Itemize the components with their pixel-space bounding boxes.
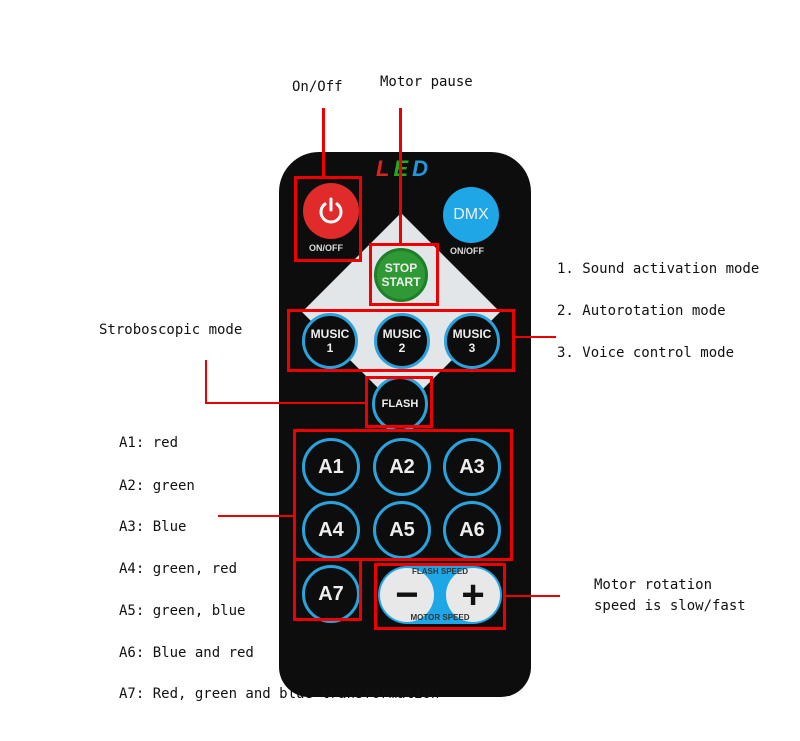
highlight-power [294,176,362,262]
highlight-music [287,309,515,372]
logo-e: E [393,156,413,181]
label-a6: A6: Blue and red [119,645,254,661]
speed-minus-button[interactable]: − [380,568,434,622]
music-text: MUSIC [452,327,492,341]
label-motor-pause: Motor pause [380,74,473,90]
a2-button[interactable]: A2 [373,438,431,496]
music-number: 1 [326,341,334,355]
dmx-label: ON/OFF [450,246,484,256]
stop-text: STOP [384,261,418,275]
highlight-flash [365,376,433,428]
label-on-off: On/Off [292,79,343,95]
led-logo: LED [376,156,432,182]
line-motor-pause [399,108,402,243]
highlight-stop [369,243,439,306]
label-a1: A1: red [119,435,179,451]
logo-d: D [412,156,433,181]
label-music-3: 3. Voice control mode [557,345,735,361]
speed-plus-button[interactable]: + [446,568,500,622]
line-strobe-h [205,402,365,404]
logo-l: L [376,156,394,181]
label-speed-1: Motor rotation [594,577,713,593]
line-on-off [322,108,325,176]
highlight-a7 [293,558,362,621]
line-speed [506,595,560,597]
music-number: 2 [398,341,406,355]
label-a4: A4: green, red [119,561,238,577]
a7-button[interactable]: A7 [302,565,360,623]
highlight-speed [374,563,506,630]
music-number: 3 [468,341,476,355]
label-strobe: Stroboscopic mode [99,322,243,338]
a1-button[interactable]: A1 [302,438,360,496]
a4-button[interactable]: A4 [302,501,360,559]
start-text: START [381,275,421,289]
power-label: ON/OFF [309,243,343,253]
label-a2: A2: green [119,478,195,494]
flash-speed-label: FLASH SPEED [411,567,468,576]
label-a7: A7: Red, green and blue transformation [119,686,440,702]
a5-button[interactable]: A5 [373,501,431,559]
highlight-a-buttons [293,429,513,561]
label-music-1: 1. Sound activation mode [557,261,760,277]
music-text: MUSIC [310,327,350,341]
label-music-2: 2. Autorotation mode [557,303,726,319]
power-button[interactable] [303,183,359,239]
line-strobe-v [205,360,207,404]
dmx-button[interactable]: DMX [443,187,499,243]
label-a3: A3: Blue [119,519,187,535]
label-speed-2: speed is slow/fast [594,598,746,614]
line-colors [218,515,293,517]
music-text: MUSIC [382,327,422,341]
motor-speed-label: MOTOR SPEED [410,613,470,622]
power-icon [319,197,343,224]
line-music [515,336,556,338]
a3-button[interactable]: A3 [443,438,501,496]
a6-button[interactable]: A6 [443,501,501,559]
speed-rocker: − + FLASH SPEED MOTOR SPEED [378,566,502,624]
label-a5: A5: green, blue [119,603,246,619]
